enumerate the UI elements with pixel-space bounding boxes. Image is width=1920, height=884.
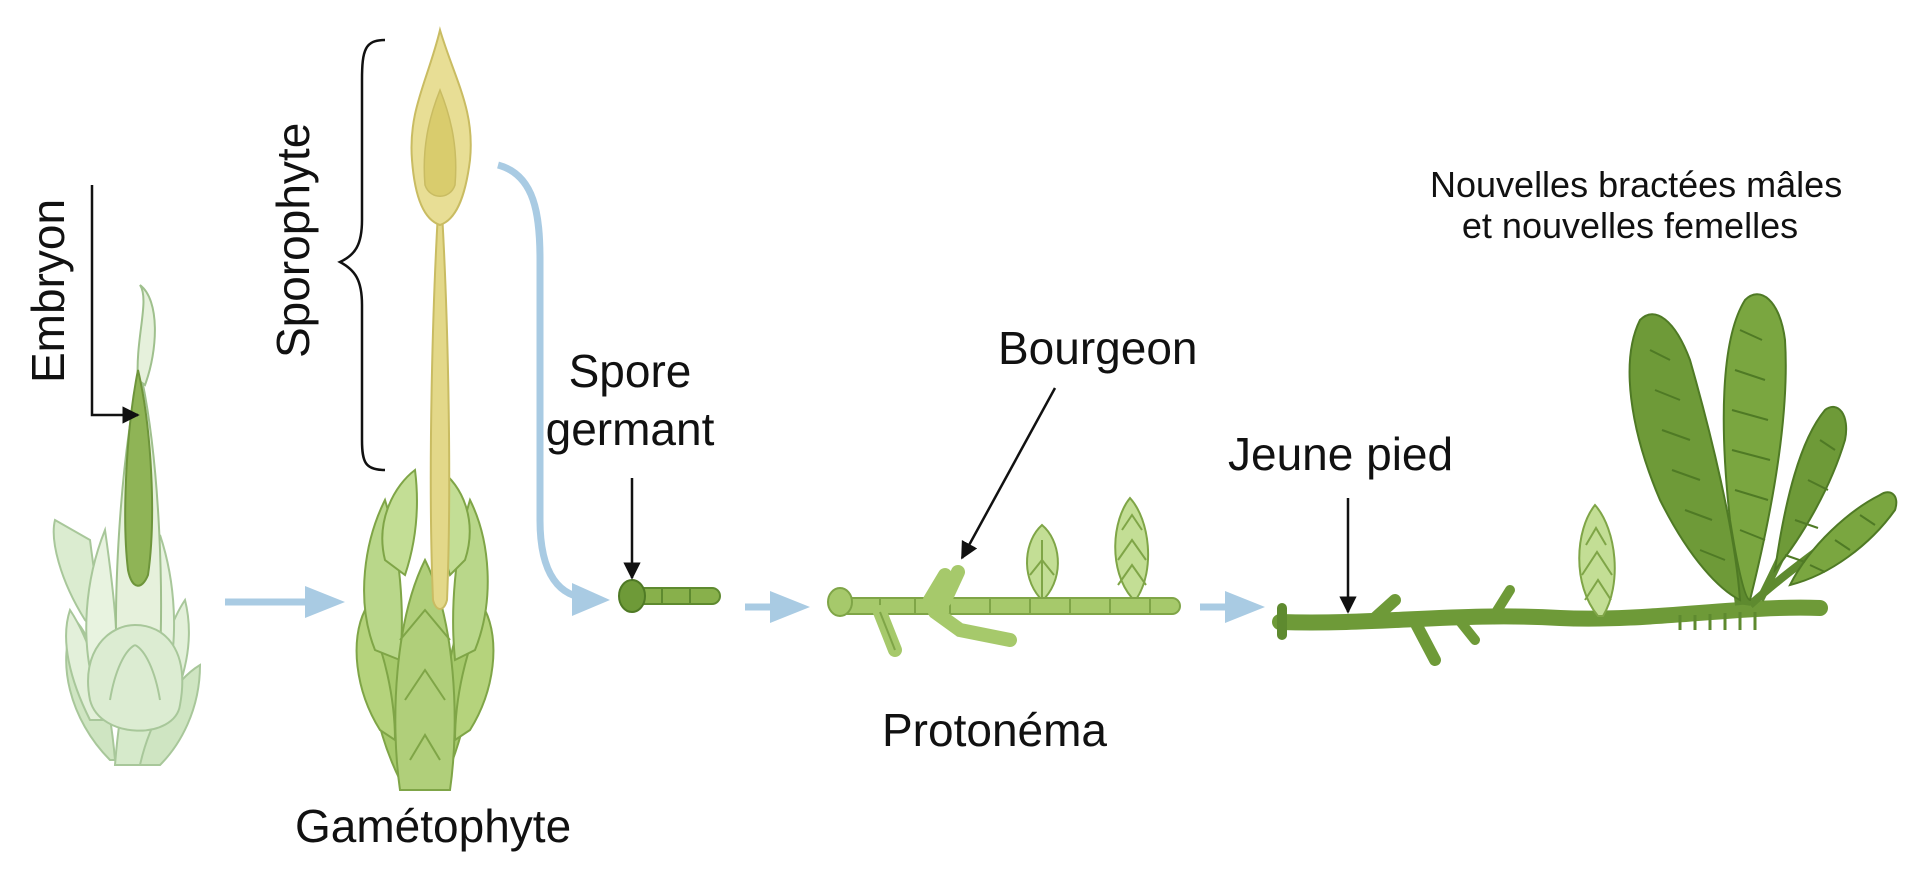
label-nouvelles-line2: et nouvelles femelles bbox=[1461, 205, 1799, 247]
label-embryon: Embryon bbox=[22, 198, 74, 383]
sporophyte-stalk bbox=[410, 26, 472, 610]
label-nouvelles: Nouvelles bractées mâles et nouvelles fe… bbox=[1430, 164, 1843, 247]
flow-arrow-1 bbox=[225, 586, 345, 618]
flow-arrow-3 bbox=[745, 591, 810, 623]
gametophyte-plant bbox=[355, 468, 495, 791]
sporophyte-brace bbox=[337, 38, 386, 472]
flow-arrow-4 bbox=[1200, 591, 1265, 623]
embryo-plant bbox=[52, 284, 202, 766]
label-protonema: Protonéma bbox=[882, 704, 1108, 756]
protonema bbox=[827, 565, 1181, 657]
protonema-bud-large bbox=[1114, 496, 1150, 599]
label-spore-line2: germant bbox=[545, 403, 715, 455]
label-nouvelles-line1: Nouvelles bractées mâles bbox=[1430, 164, 1843, 205]
flow-arrow-2 bbox=[496, 161, 610, 616]
germinating-spore bbox=[618, 579, 721, 613]
label-gametophyte: Gamétophyte bbox=[295, 800, 572, 852]
protonema-bud-small bbox=[1026, 523, 1059, 599]
young-plant bbox=[1272, 503, 1828, 666]
label-bourgeon: Bourgeon bbox=[998, 322, 1198, 374]
label-spore-line1: Spore bbox=[568, 345, 692, 397]
embryon-pointer-arrow bbox=[90, 185, 140, 424]
label-sporophyte: Sporophyte bbox=[267, 122, 319, 358]
leafy-shoots bbox=[1628, 293, 1898, 608]
bourgeon-pointer-arrow bbox=[960, 387, 1057, 560]
label-jeune-pied: Jeune pied bbox=[1228, 428, 1454, 480]
